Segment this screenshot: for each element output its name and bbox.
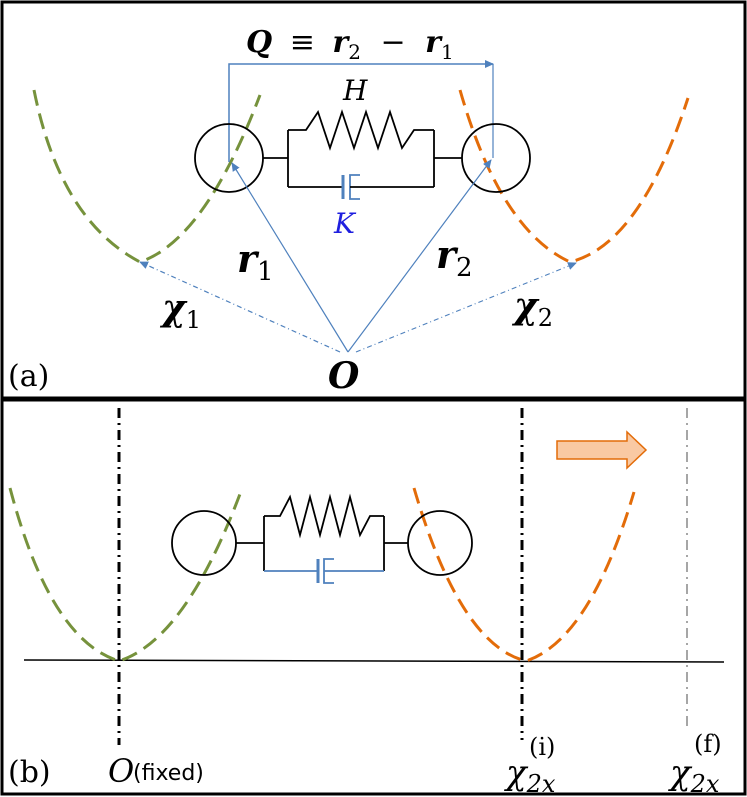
panel-b-label: (b) (8, 755, 51, 790)
panel-a-label: (a) (8, 359, 49, 394)
damper-b (264, 558, 384, 584)
chi-initial-superscript: (i) (529, 733, 555, 761)
spring-label-h: H (342, 74, 368, 107)
r2-label: r2 (436, 232, 473, 283)
chi-final-superscript: (f) (694, 730, 722, 758)
chi2-vector (355, 262, 577, 353)
origin-fixed-note: (fixed) (133, 761, 204, 786)
panel-b-frame (0, 398, 747, 796)
spring-damper-b (236, 493, 408, 584)
chi1-label: χ1 (159, 287, 201, 334)
damper-label-k: K (333, 207, 357, 240)
origin-label-a: O (328, 355, 360, 397)
damper-a (288, 174, 434, 200)
chi2-label: χ2 (511, 285, 553, 332)
q-vector-arrow (228, 60, 494, 162)
r2-vector (347, 159, 492, 353)
baseline (23, 659, 725, 663)
panel-a-frame (0, 0, 747, 400)
left-potential-well-b (8, 487, 242, 663)
right-potential-well (458, 89, 690, 264)
r1-vector (231, 162, 349, 353)
left-potential-well (32, 89, 262, 264)
chi-final-label: χ2x (668, 753, 720, 797)
origin-label-b: O (108, 752, 134, 790)
spring-damper-a (263, 109, 462, 200)
panel-b: (b) O (fixed) χ2x (i) χ2x (f) (0, 398, 747, 797)
spring-a (288, 109, 434, 151)
r1-label: r1 (237, 236, 274, 287)
right-potential-well-b (412, 487, 636, 663)
shift-direction-arrow (556, 430, 648, 470)
panel-a: Q ≡ r2 − r1 H K r1 r2 χ1 χ2 O (a) (0, 0, 747, 400)
chi1-vector (139, 261, 341, 353)
chi-initial-label: χ2x (504, 753, 556, 797)
bead-left-b (171, 510, 237, 576)
q-equation: Q ≡ r2 − r1 (246, 25, 454, 67)
spring-b (264, 493, 384, 539)
